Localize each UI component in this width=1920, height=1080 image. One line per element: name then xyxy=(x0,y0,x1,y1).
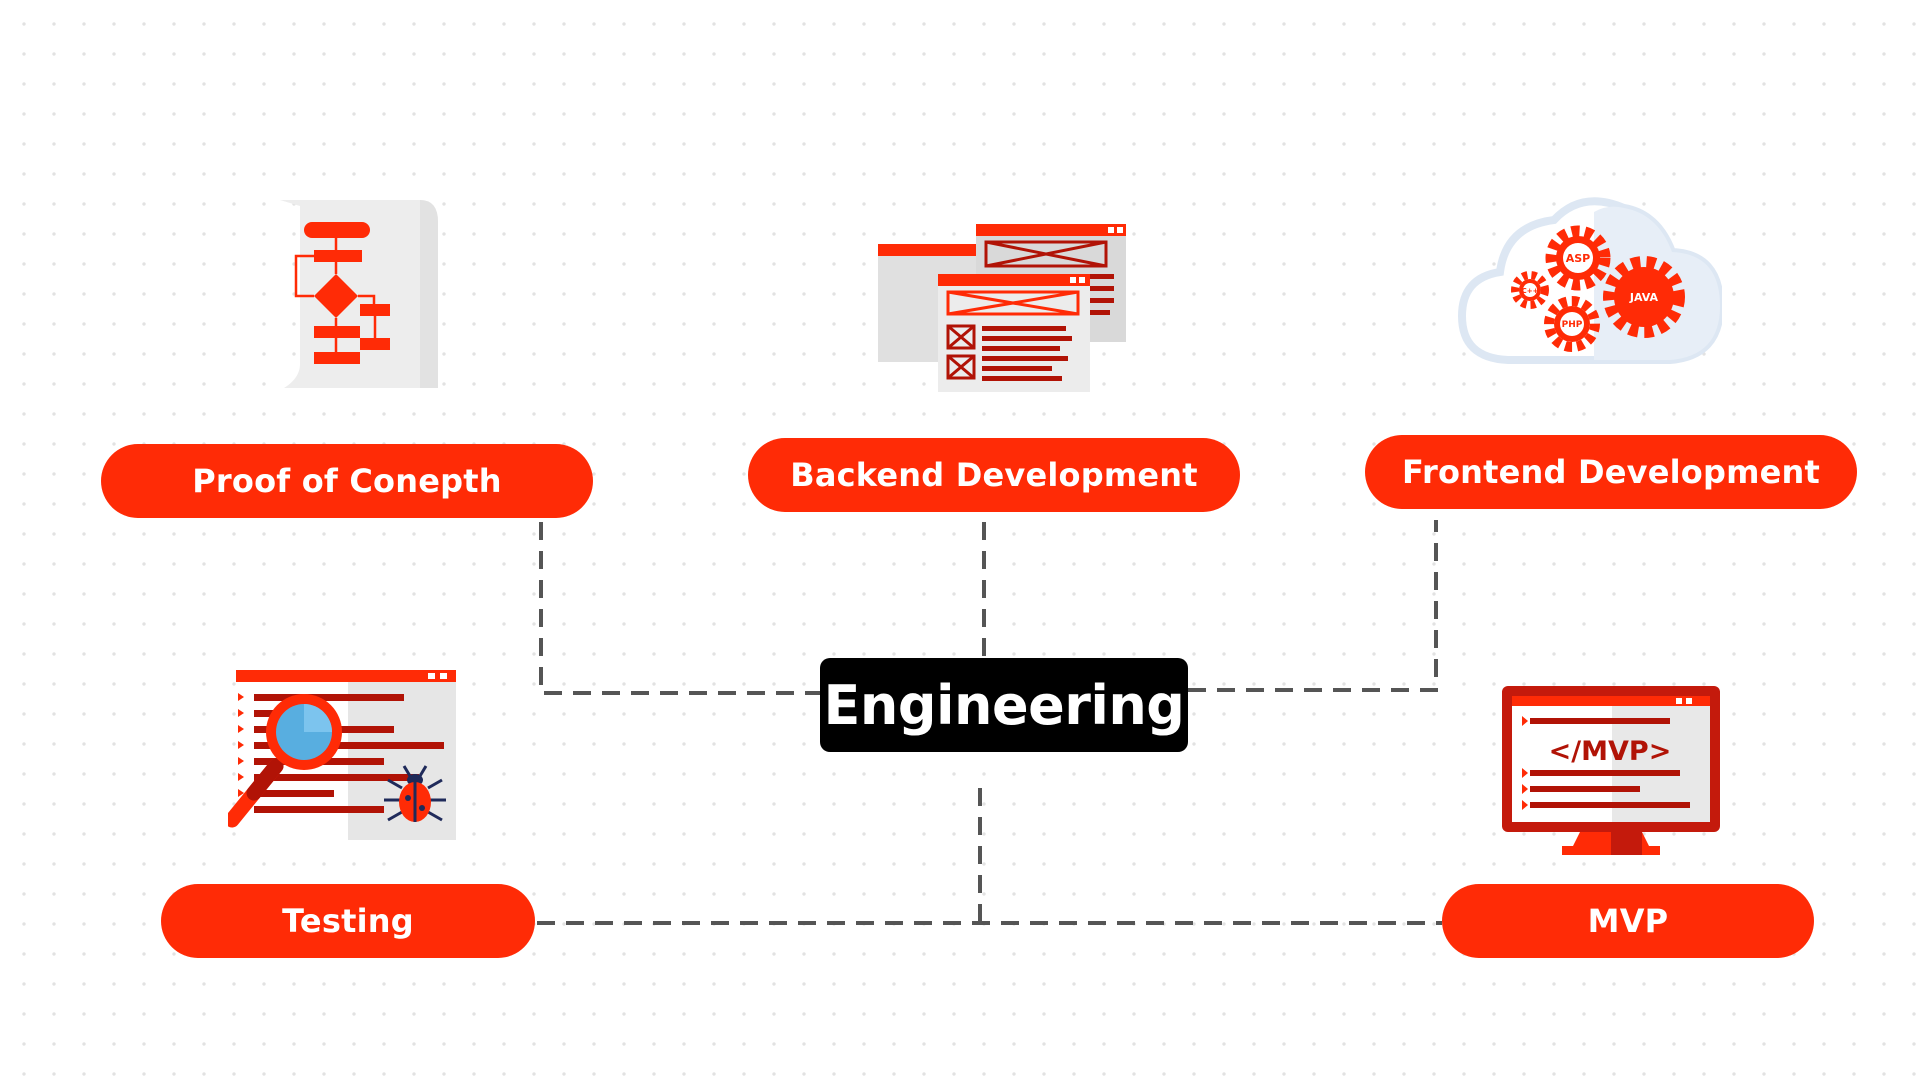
wireframe-windows-icon xyxy=(878,224,1126,392)
bug-icon xyxy=(384,765,446,822)
node-proof-of-concept-label: Proof of Conepth xyxy=(192,462,502,500)
connector-frontend xyxy=(1188,520,1438,692)
gear-java-label: JAVA xyxy=(1629,291,1659,304)
gear-php-icon: PHP xyxy=(1544,296,1600,352)
node-backend-development-label: Backend Development xyxy=(790,456,1198,494)
node-testing-label: Testing xyxy=(282,902,414,940)
magnifier-bug-icon xyxy=(228,670,456,840)
gear-php-label: PHP xyxy=(1562,320,1583,330)
gear-java-icon: JAVA xyxy=(1603,256,1685,338)
engineering-hub: Engineering xyxy=(820,658,1188,752)
connector-proof-of-concept xyxy=(539,522,820,695)
monitor-mvp-icon: </MVP> xyxy=(1502,686,1720,855)
gear-asp-label: ASP xyxy=(1566,252,1591,265)
cloud-gears-icon: ASP JAVA PHP C++ xyxy=(1458,197,1722,364)
gear-asp-icon: ASP xyxy=(1545,225,1611,291)
node-backend-development: Backend Development xyxy=(748,438,1240,512)
node-testing: Testing xyxy=(161,884,535,958)
gear-cpp-icon: C++ xyxy=(1511,271,1549,309)
node-proof-of-concept: Proof of Conepth xyxy=(101,444,593,518)
node-mvp-label: MVP xyxy=(1587,902,1669,940)
gear-cpp-label: C++ xyxy=(1522,287,1539,295)
engineering-hub-label: Engineering xyxy=(823,673,1185,737)
node-mvp: MVP xyxy=(1442,884,1814,958)
node-frontend-development-label: Frontend Development xyxy=(1402,453,1820,491)
node-frontend-development: Frontend Development xyxy=(1365,435,1857,509)
flowchart-icon xyxy=(280,200,438,388)
monitor-screen-text: </MVP> xyxy=(1549,736,1672,767)
